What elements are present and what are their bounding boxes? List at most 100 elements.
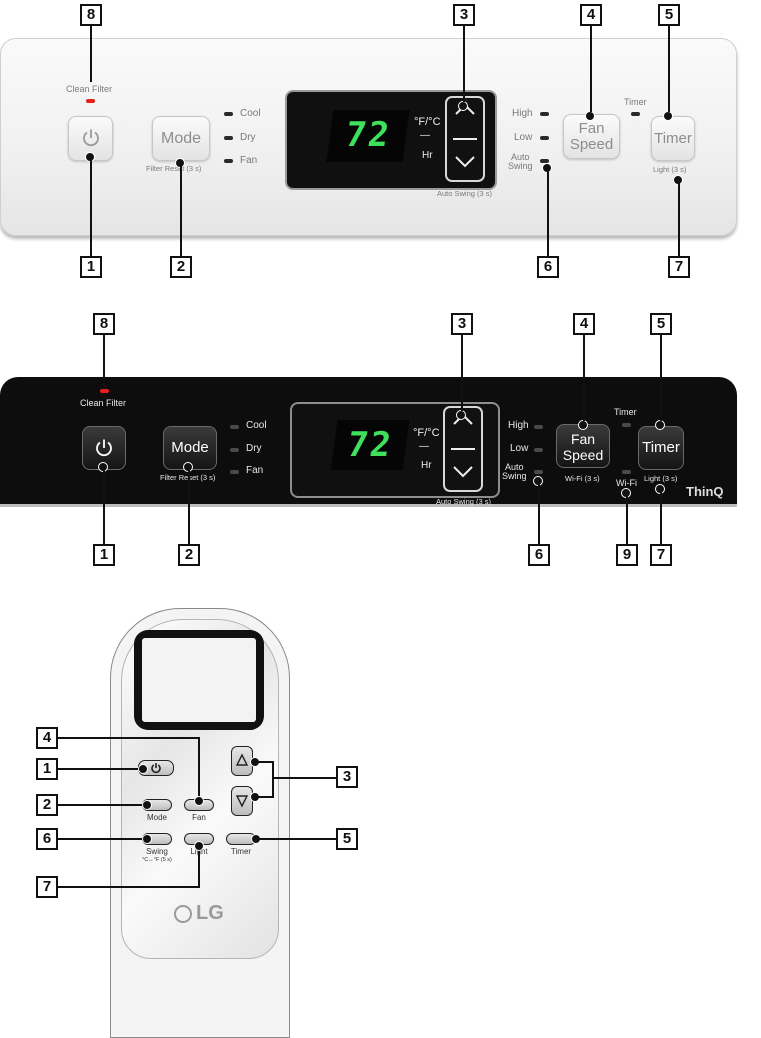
unit-separator: — [420, 130, 430, 141]
leader-line [90, 26, 92, 82]
leader-line [583, 335, 585, 421]
dry-led [224, 136, 233, 140]
leader-line [626, 494, 628, 544]
callout-1: 1 [93, 544, 115, 566]
fan-speed-button[interactable]: Fan Speed [556, 424, 610, 468]
leader-dot [456, 410, 466, 420]
speed-auto-swing-label: Auto Swing [502, 462, 527, 481]
leader-dot [458, 101, 468, 111]
triangle-up-icon [235, 753, 249, 766]
callout-8: 8 [93, 313, 115, 335]
down-button[interactable] [447, 139, 483, 178]
callout-5: 5 [336, 828, 358, 850]
cool-led [230, 425, 239, 429]
callout-2: 2 [178, 544, 200, 566]
leader-line [272, 761, 274, 798]
auto-swing-led [540, 159, 549, 163]
callout-8: 8 [80, 4, 102, 26]
leader-dot [578, 420, 588, 430]
leader-dot [142, 834, 152, 844]
unit-label: °F/°C [414, 116, 441, 128]
callout-5: 5 [650, 313, 672, 335]
light-note: Light (3 s) [644, 474, 678, 483]
leader-dot [194, 841, 204, 851]
leader-line [58, 886, 200, 888]
callout-1: 1 [36, 758, 58, 780]
fan-led [224, 159, 233, 163]
callout-7: 7 [36, 876, 58, 898]
leader-line [660, 335, 662, 421]
leader-line [538, 482, 540, 544]
mode-fan-label: Fan [240, 155, 258, 166]
mode-dry-label: Dry [246, 443, 262, 454]
temperature-digits: 72 [326, 110, 410, 162]
leader-line [58, 804, 146, 806]
mode-cool-label: Cool [240, 108, 261, 119]
divider [453, 138, 477, 140]
callout-1: 1 [80, 256, 102, 278]
leader-line [198, 737, 200, 800]
callout-5: 5 [658, 4, 680, 26]
leader-dot [142, 800, 152, 810]
clean-filter-led [100, 389, 109, 393]
wifi-led [622, 470, 631, 474]
callout-3: 3 [451, 313, 473, 335]
remote-timer-label: Timer [230, 847, 252, 856]
remote-swing-note: °C↔°F (5 s) [142, 857, 172, 863]
callout-3: 3 [336, 766, 358, 788]
unit-label: °F/°C [413, 427, 440, 439]
callout-6: 6 [537, 256, 559, 278]
leader-line [463, 26, 465, 102]
timer-button[interactable]: Timer [651, 116, 695, 161]
chevron-down-icon [455, 155, 475, 168]
callout-3: 3 [453, 4, 475, 26]
power-button[interactable] [82, 426, 126, 470]
speed-auto-swing-label: Auto Swing [508, 152, 533, 171]
leader-line [188, 468, 190, 544]
remote-display-screen [142, 638, 256, 722]
callout-4: 4 [36, 727, 58, 749]
low-led [534, 448, 543, 452]
wifi-label: Wi-Fi [616, 478, 637, 488]
clean-filter-led [86, 99, 95, 103]
remote-down-button[interactable] [231, 786, 253, 816]
leader-dot [585, 111, 595, 121]
leader-line [58, 838, 146, 840]
clean-filter-label: Clean Filter [80, 398, 127, 408]
fan-led [230, 470, 239, 474]
thinq-logo: ThinQ [686, 484, 724, 499]
callout-2: 2 [170, 256, 192, 278]
leader-line [258, 838, 337, 840]
speed-high-label: High [508, 420, 529, 431]
timer-led [622, 423, 631, 427]
callout-6: 6 [36, 828, 58, 850]
callout-4: 4 [580, 4, 602, 26]
leader-line [256, 761, 274, 763]
leader-line [103, 335, 105, 385]
timer-indicator-label: Timer [624, 97, 647, 107]
speed-high-label: High [512, 108, 533, 119]
remote-mode-label: Mode [146, 813, 167, 822]
mode-dry-label: Dry [240, 132, 256, 143]
mode-button[interactable]: Mode [152, 116, 210, 161]
leader-line [256, 796, 274, 798]
remote-fan-label: Fan [192, 813, 206, 822]
low-led [540, 136, 549, 140]
chevron-down-icon [453, 465, 473, 478]
leader-line [58, 768, 142, 770]
timer-button[interactable]: Timer [638, 426, 684, 470]
leader-line [461, 335, 463, 411]
leader-line [272, 777, 337, 779]
remote-swing-label: Swing [146, 847, 168, 856]
leader-line [547, 169, 549, 256]
high-led [540, 112, 549, 116]
leader-line [58, 737, 200, 739]
timer-indicator-label: Timer [614, 407, 637, 417]
down-button[interactable] [445, 449, 481, 488]
filter-reset-label: Filter Reset (3 s) [146, 164, 202, 173]
dry-led [230, 448, 239, 452]
hour-label: Hr [421, 460, 432, 471]
speed-low-label: Low [510, 443, 529, 454]
leader-line [103, 468, 105, 544]
leader-dot [655, 420, 665, 430]
